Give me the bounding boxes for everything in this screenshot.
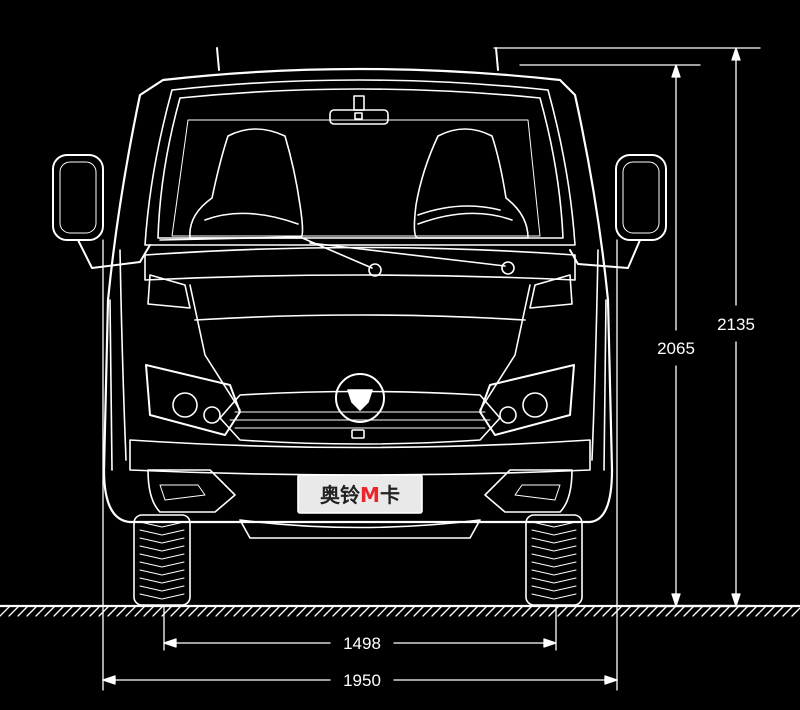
overall-width-label: 1950 <box>343 671 381 690</box>
dim-overall-width <box>102 239 618 691</box>
right-seat <box>413 128 529 239</box>
left-seat <box>189 128 304 239</box>
front-panel <box>144 246 576 411</box>
dim-body-height <box>519 64 701 607</box>
track-width-label: 1498 <box>343 634 381 653</box>
dim-overall-height <box>493 47 761 608</box>
cab-body <box>102 47 614 524</box>
plate-brand-m: M <box>360 483 380 507</box>
right-tire <box>525 514 583 606</box>
left-mirror <box>52 154 151 269</box>
foton-logo <box>335 373 385 439</box>
body-height-label: 2065 <box>657 339 695 358</box>
plate-brand-part1: 奥铃 <box>320 483 360 507</box>
wipers <box>159 236 515 277</box>
right-headlight <box>479 364 575 436</box>
grille <box>219 390 501 445</box>
overall-height-label: 2135 <box>717 315 755 334</box>
right-mirror <box>569 154 667 269</box>
windshield <box>157 88 564 239</box>
front-bumper <box>129 439 591 539</box>
plate-brand-part2: 卡 <box>380 483 400 507</box>
left-tire <box>133 514 191 606</box>
svg-text:奥铃M卡: 奥铃M卡 <box>320 483 400 507</box>
dim-track-width <box>163 605 557 651</box>
ground <box>0 604 800 617</box>
license-plate: 奥铃M卡 <box>297 474 423 514</box>
left-headlight <box>145 364 241 436</box>
